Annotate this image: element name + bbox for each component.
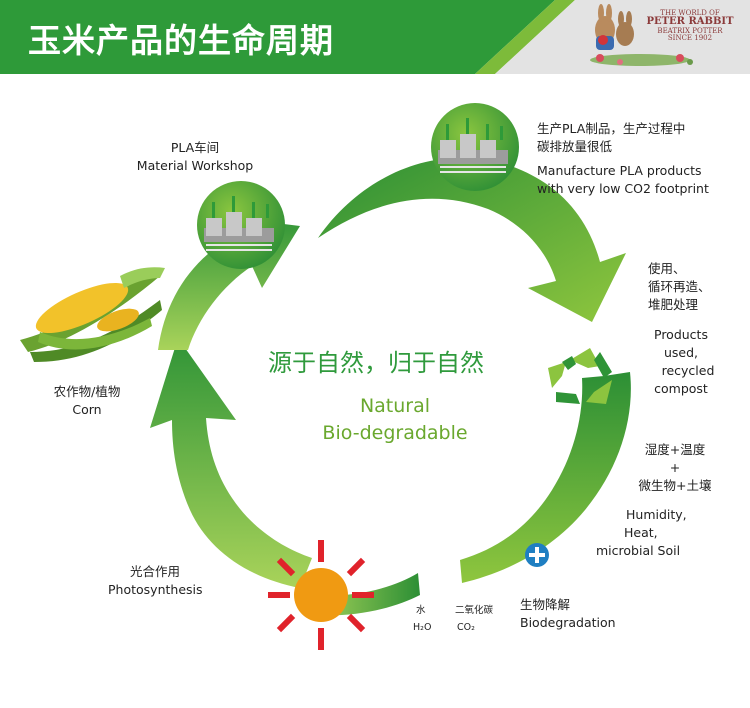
stage-manufacture-label: 生产PLA制品，生产过程中 碳排放量很低 Manufacture PLA pro… — [537, 120, 709, 198]
center-slogan-en-line1: Natural — [359, 395, 431, 417]
conditions-en-line1: Humidity, — [626, 507, 687, 522]
stage-use-en: Products used, recycled compost — [636, 326, 726, 398]
conditions-en-line2: Heat, — [624, 525, 658, 540]
conditions-en-line3: microbial Soil — [596, 543, 681, 558]
conditions-cn-line2: + — [669, 460, 681, 475]
use-en-line3: recycled — [661, 363, 715, 378]
header: 玉米产品的生命周期 THE WORLD OF PETER RABBIT BEAT… — [0, 0, 750, 74]
peter-rabbit-logo — [590, 4, 693, 66]
arrow-top — [318, 157, 626, 322]
use-cn-line2: 循环再造、 — [648, 279, 711, 294]
co2-formula: CO₂ — [457, 622, 475, 633]
corn-en: Corn — [72, 402, 102, 417]
workshop-en: Material Workshop — [136, 158, 254, 173]
recycle-icon — [548, 348, 612, 404]
header-bar-accent — [475, 0, 575, 74]
header-bar — [0, 0, 555, 74]
conditions-cn-line3: 微生物+土壤 — [638, 478, 712, 493]
use-en-line4: compost — [654, 381, 708, 396]
logo-line2: PETER RABBIT — [646, 16, 734, 28]
use-cn-line3: 堆肥处理 — [648, 297, 699, 312]
use-cn-line1: 使用、 — [648, 261, 686, 276]
sun-icon — [268, 540, 374, 650]
biodegradation-en: Biodegradation — [520, 615, 616, 630]
arrow-right — [460, 372, 631, 583]
factory-icon-manufacture — [431, 103, 519, 191]
water-formula: H₂O — [413, 622, 432, 633]
center-slogan-en: Natural Bio-degradable — [300, 393, 490, 447]
plus-badge-icon — [525, 543, 549, 567]
photosynthesis-en: Photosynthesis — [108, 582, 203, 597]
use-en-line1: Products — [654, 327, 708, 342]
co2-label: 二氧化碳 — [455, 605, 494, 616]
logo-line4: SINCE 1902 — [667, 34, 713, 43]
factory-icon-workshop — [197, 181, 285, 269]
stage-conditions-en: Humidity, Heat, microbial Soil — [596, 506, 706, 560]
stage-conditions-cn: 湿度+温度 + 微生物+土壤 — [620, 441, 730, 495]
logo-line1: THE WORLD OF — [660, 9, 720, 17]
manufacture-en-line2: with very low CO2 footprint — [537, 181, 709, 196]
manufacture-cn-line2: 碳排放量很低 — [537, 139, 613, 154]
workshop-cn: PLA车间 — [170, 140, 220, 155]
biodegradation-cn: 生物降解 — [520, 597, 571, 612]
stage-use-cn: 使用、 循环再造、 堆肥处理 — [648, 260, 711, 314]
corn-cn: 农作物/植物 — [53, 384, 121, 399]
photosynthesis-cn: 光合作用 — [130, 564, 181, 579]
center-slogan-cn: 源于自然，归于自然 — [268, 349, 484, 377]
center-slogan-en-line2: Bio-degradable — [322, 422, 468, 444]
brand-logo-text: THE WORLD OF PETER RABBIT BEATRIX POTTER… — [640, 9, 740, 43]
page-title: 玉米产品的生命周期 — [28, 21, 334, 60]
stage-corn-label: 农作物/植物 Corn — [32, 383, 142, 419]
use-en-line2: used, — [663, 345, 699, 360]
manufacture-en-line1: Manufacture PLA products — [537, 163, 702, 178]
water-label: 水 — [416, 605, 426, 616]
conditions-cn-line1: 湿度+温度 — [644, 442, 706, 457]
stage-photosynthesis-label: 光合作用 Photosynthesis — [108, 563, 203, 599]
stage-biodegradation-label: 生物降解 Biodegradation — [520, 596, 616, 632]
manufacture-cn-line1: 生产PLA制品，生产过程中 — [537, 121, 686, 136]
logo-line3: BEATRIX POTTER — [657, 26, 723, 35]
corn-image — [20, 267, 165, 362]
stage-workshop-label: PLA车间 Material Workshop — [120, 139, 270, 175]
arrow-left — [150, 338, 312, 588]
